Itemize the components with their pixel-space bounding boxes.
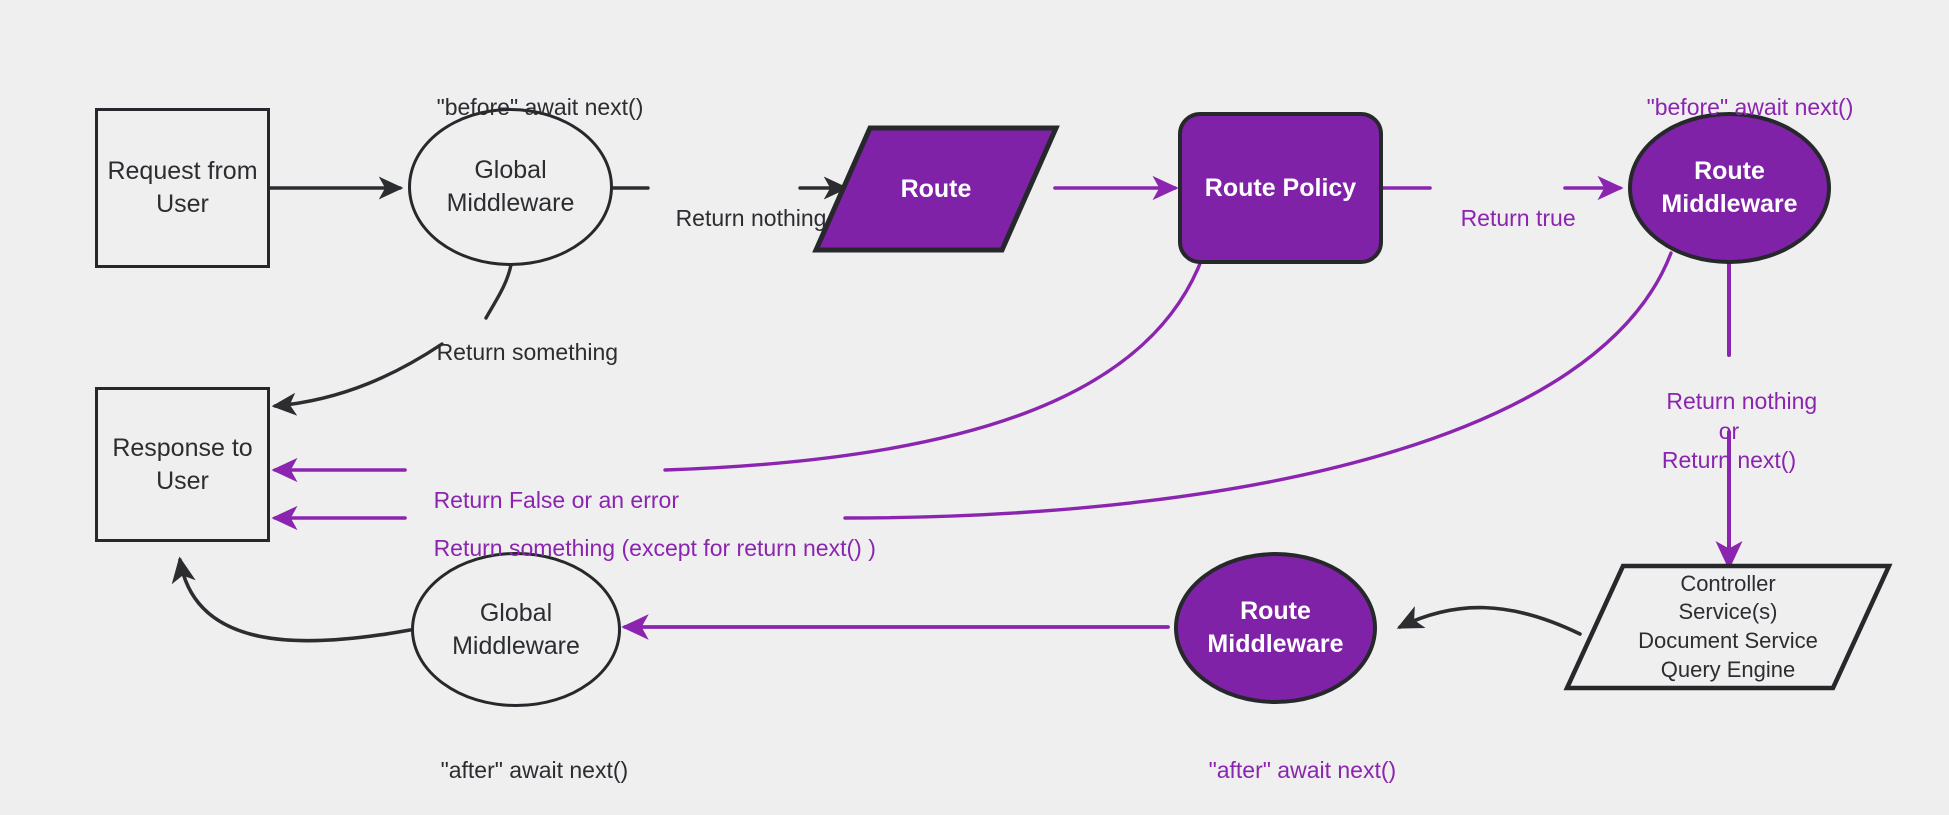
node-route-label: Route <box>900 174 972 203</box>
annotation-before-await-next-route: "before" await next() <box>1646 94 1854 121</box>
annotation-after-await-next-route: "after" await next() <box>1208 757 1397 784</box>
node-controller-services[interactable]: Controller Service(s) Document Service Q… <box>1563 562 1893 692</box>
node-request-from-user[interactable]: Request from User <box>95 108 270 268</box>
node-response-to-user-label: Response to User <box>112 433 253 495</box>
node-controller-services-label: Controller Service(s) Document Service Q… <box>1638 570 1818 682</box>
edge-route-policy-false-sweep <box>663 254 1205 472</box>
node-request-from-user-label: Request from User <box>107 157 258 218</box>
edge-label-return-nothing-global: Return nothing <box>675 205 827 232</box>
annotation-before-await-next-global: "before" await next() <box>436 94 644 121</box>
route-parallelogram-shape <box>812 125 1060 253</box>
edge-controller-to-route-middleware-bottom <box>1396 605 1582 636</box>
node-global-middleware-top-label: Global Middleware <box>446 156 575 217</box>
node-route-middleware-top-label: Route Middleware <box>1661 157 1798 218</box>
node-global-middleware-bottom-label: Global Middleware <box>452 598 580 660</box>
node-route-policy[interactable]: Route Policy <box>1178 112 1383 264</box>
node-route-middleware-bottom-label: Route Middleware <box>1207 597 1344 658</box>
edge-global-middleware-bottom-to-response <box>171 556 412 643</box>
edge-label-return-true: Return true <box>1460 205 1576 232</box>
node-route-middleware-top[interactable]: Route Middleware <box>1628 112 1831 264</box>
node-global-middleware-bottom[interactable]: Global Middleware <box>411 552 621 707</box>
annotation-after-await-next-global: "after" await next() <box>440 757 629 784</box>
node-response-to-user[interactable]: Response to User <box>95 387 270 542</box>
node-route-middleware-bottom[interactable]: Route Middleware <box>1174 552 1377 704</box>
edge-label-return-something-global: Return something <box>436 339 619 366</box>
node-route-policy-label: Route Policy <box>1204 173 1357 202</box>
edge-label-return-false-or-error: Return False or an error <box>433 487 679 514</box>
edge-label-return-something-except-next: Return something (except for return next… <box>433 535 876 562</box>
edge-label-return-nothing-or-next: Return nothing or Return next() <box>1661 388 1818 474</box>
node-route[interactable]: Route <box>812 124 1060 254</box>
edge-route-middleware-something-sweep <box>843 251 1673 520</box>
node-global-middleware-top[interactable]: Global Middleware <box>408 108 613 266</box>
controller-parallelogram-shape <box>1563 563 1893 691</box>
